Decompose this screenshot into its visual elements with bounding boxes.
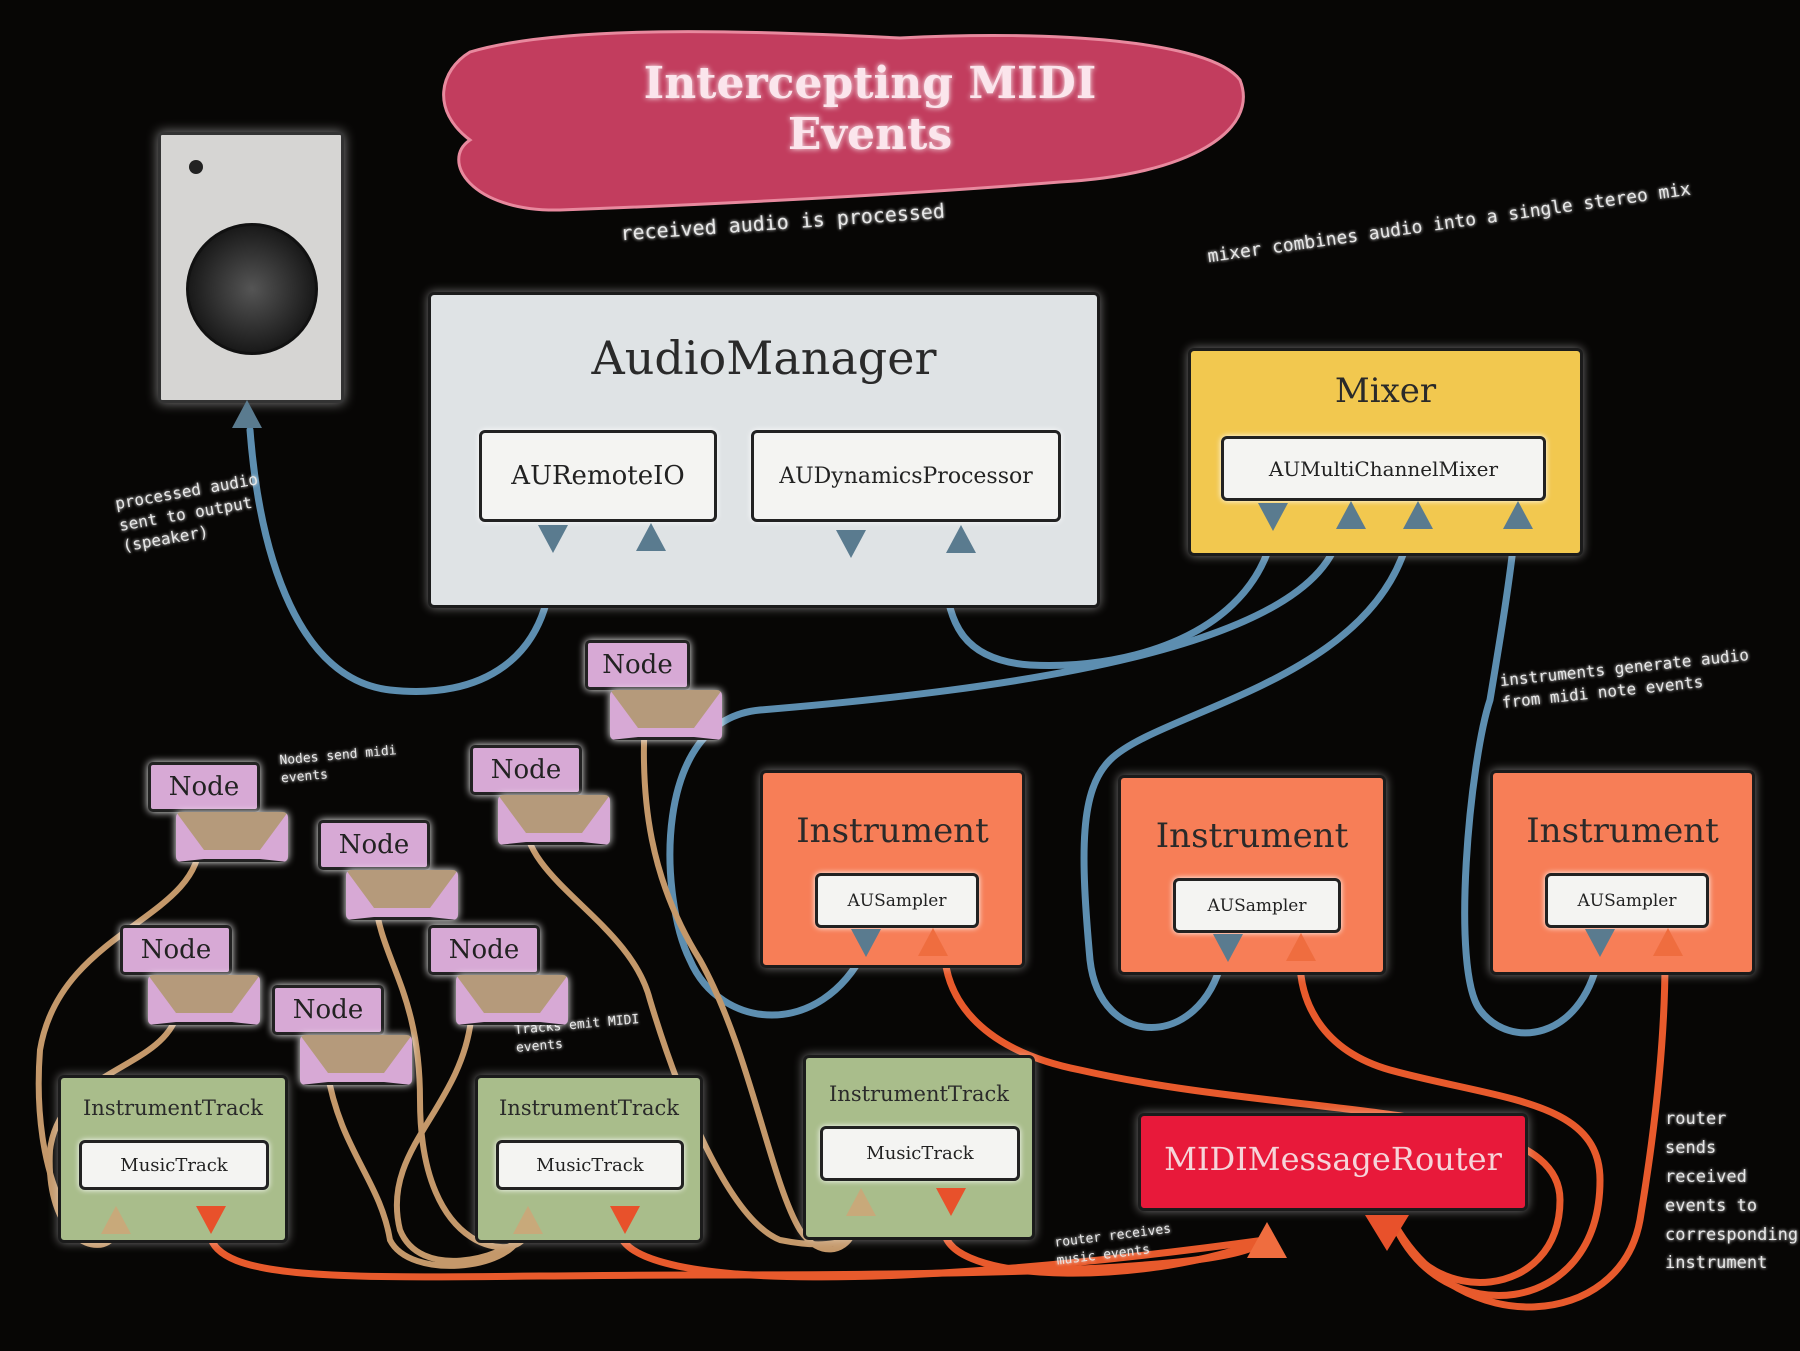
remoteio-input-port[interactable] xyxy=(636,523,666,551)
node-7[interactable]: Node xyxy=(272,985,384,1035)
dynamics-processor-unit[interactable]: AUDynamicsProcessor xyxy=(751,430,1061,522)
dynamics-input-port[interactable] xyxy=(946,525,976,553)
wire-node-g xyxy=(640,712,855,1253)
track-2-output-port[interactable] xyxy=(610,1206,640,1234)
page-title: Intercepting MIDI Events xyxy=(643,58,1097,160)
mixer-input-port-3[interactable] xyxy=(1503,501,1533,529)
instrument-track-box-2[interactable]: InstrumentTrack MusicTrack xyxy=(475,1075,703,1243)
instrument-1-midi-input-port[interactable] xyxy=(918,928,948,956)
track-2-input-port[interactable] xyxy=(513,1206,543,1234)
instrument-title-2: Instrument xyxy=(1155,816,1349,856)
wire-router-to-inst3 xyxy=(1391,956,1669,1311)
instrument-2-output-port[interactable] xyxy=(1213,934,1243,962)
remoteio-output-port[interactable] xyxy=(538,525,568,553)
instrument-title-1: Instrument xyxy=(796,811,989,851)
speaker-input-port[interactable] xyxy=(232,400,262,428)
music-track-unit-1[interactable]: MusicTrack xyxy=(79,1140,269,1190)
mixer-box[interactable]: Mixer AUMultiChannelMixer xyxy=(1188,348,1583,556)
track-title-1: InstrumentTrack xyxy=(83,1096,263,1120)
instrument-box-2[interactable]: Instrument AUSampler xyxy=(1118,775,1386,975)
track-title-2: InstrumentTrack xyxy=(499,1096,679,1120)
instrument-title-3: Instrument xyxy=(1526,811,1719,851)
instrument-3-midi-input-port[interactable] xyxy=(1653,928,1683,956)
node-3[interactable]: Node xyxy=(470,745,582,795)
speaker-icon xyxy=(158,132,344,403)
wire-inst3-to-mixer xyxy=(1461,526,1602,1037)
speaker-cone xyxy=(186,223,318,355)
wire-router-to-inst2 xyxy=(1296,956,1604,1299)
midi-router-box[interactable]: MIDIMessageRouter xyxy=(1138,1113,1528,1211)
mixer-title: Mixer xyxy=(1334,371,1437,411)
mixer-input-port-2[interactable] xyxy=(1403,501,1433,529)
wire-inst2-to-mixer xyxy=(1080,526,1414,1031)
sampler-unit-1[interactable]: AUSampler xyxy=(815,873,979,928)
music-track-unit-2[interactable]: MusicTrack xyxy=(496,1140,684,1190)
node-7-output-port[interactable] xyxy=(300,1035,412,1085)
node-3-output-port[interactable] xyxy=(498,795,610,845)
wire-mixer-to-dynamics xyxy=(941,541,1274,670)
wire-node-b xyxy=(46,1012,180,1248)
node-6[interactable]: Node xyxy=(428,925,540,975)
midi-wires xyxy=(206,956,1669,1311)
wire-node-d xyxy=(324,1067,523,1269)
wire-inst1-to-mixer xyxy=(666,526,1344,1019)
wire-node-c xyxy=(372,895,528,1251)
instrument-box-3[interactable]: Instrument AUSampler xyxy=(1490,770,1755,975)
node-2-output-port[interactable] xyxy=(176,812,288,862)
audio-manager-title: AudioManager xyxy=(591,331,937,385)
track-1-output-port[interactable] xyxy=(196,1206,226,1234)
title-banner xyxy=(442,30,1245,212)
mixer-input-port-1[interactable] xyxy=(1336,501,1366,529)
instrument-1-output-port[interactable] xyxy=(851,929,881,957)
sampler-unit-3[interactable]: AUSampler xyxy=(1545,873,1709,928)
node-5-output-port[interactable] xyxy=(148,975,260,1025)
instrument-box-1[interactable]: Instrument AUSampler xyxy=(760,770,1025,968)
instrument-2-midi-input-port[interactable] xyxy=(1286,933,1316,961)
wire-track2-to-router xyxy=(616,1231,1269,1281)
node-4-output-port[interactable] xyxy=(346,870,458,920)
node-1-output-port[interactable] xyxy=(610,690,722,740)
wire-track3-to-router xyxy=(941,1231,1269,1277)
wire-node-f xyxy=(393,1017,528,1264)
midi-router-title: MIDIMessageRouter xyxy=(1164,1140,1502,1178)
router-output-port[interactable] xyxy=(1365,1215,1409,1251)
dynamics-output-port[interactable] xyxy=(836,530,866,558)
mixer-output-port[interactable] xyxy=(1258,503,1288,531)
audio-manager-box[interactable]: AudioManager AURemoteIO AUDynamicsProces… xyxy=(428,292,1100,608)
node-1[interactable]: Node xyxy=(585,640,690,690)
wire-remoteio-to-speaker xyxy=(246,426,556,695)
track-3-input-port[interactable] xyxy=(846,1188,876,1216)
node-5[interactable]: Node xyxy=(120,925,232,975)
music-track-unit-3[interactable]: MusicTrack xyxy=(820,1126,1020,1181)
router-input-port[interactable] xyxy=(1247,1222,1287,1258)
track-1-input-port[interactable] xyxy=(101,1206,131,1234)
note-router-routes: router sends received events to correspo… xyxy=(1665,1109,1799,1274)
track-title-3: InstrumentTrack xyxy=(829,1082,1009,1106)
node-2[interactable]: Node xyxy=(148,762,260,812)
sampler-unit-2[interactable]: AUSampler xyxy=(1173,878,1341,933)
remoteio-unit[interactable]: AURemoteIO xyxy=(479,430,717,522)
instrument-track-box-3[interactable]: InstrumentTrack MusicTrack xyxy=(803,1055,1035,1240)
node-4[interactable]: Node xyxy=(318,820,430,870)
node-6-output-port[interactable] xyxy=(456,975,568,1025)
multichannel-mixer-unit[interactable]: AUMultiChannelMixer xyxy=(1221,436,1546,501)
instrument-3-output-port[interactable] xyxy=(1585,929,1615,957)
track-3-output-port[interactable] xyxy=(936,1188,966,1216)
speaker-led xyxy=(189,160,203,174)
instrument-track-box-1[interactable]: InstrumentTrack MusicTrack xyxy=(58,1075,288,1243)
